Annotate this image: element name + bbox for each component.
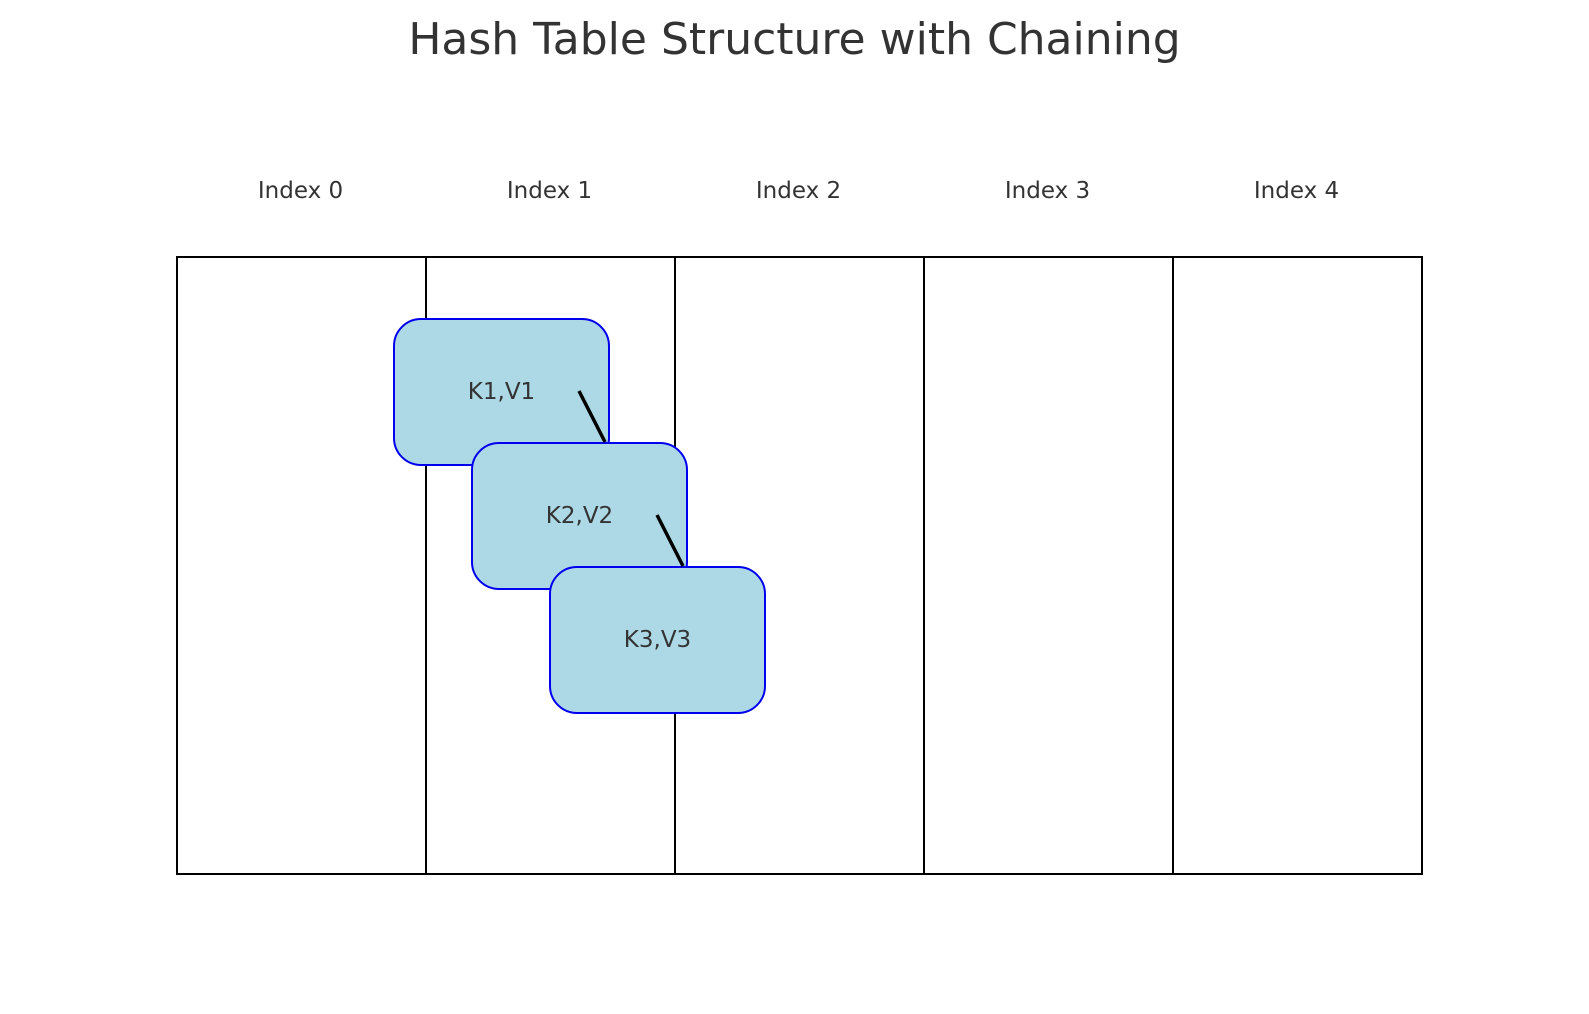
chain-node-3-label: K3,V3 bbox=[623, 627, 692, 653]
index-label-4: Index 4 bbox=[1253, 178, 1340, 204]
chain-node-3: K3,V3 bbox=[549, 566, 766, 714]
chain-node-2: K2,V2 bbox=[471, 442, 688, 590]
bucket-cell-3 bbox=[923, 256, 1174, 875]
index-label-0: Index 0 bbox=[257, 178, 344, 204]
bucket-cell-2 bbox=[674, 256, 925, 875]
index-label-1: Index 1 bbox=[506, 178, 593, 204]
index-label-2: Index 2 bbox=[755, 178, 842, 204]
chain-node-1-label: K1,V1 bbox=[467, 379, 536, 405]
bucket-cell-0 bbox=[176, 256, 427, 875]
chain-node-2-label: K2,V2 bbox=[545, 503, 614, 529]
bucket-cell-4 bbox=[1172, 256, 1423, 875]
index-label-3: Index 3 bbox=[1004, 178, 1091, 204]
diagram-title: Hash Table Structure with Chaining bbox=[408, 14, 1181, 65]
